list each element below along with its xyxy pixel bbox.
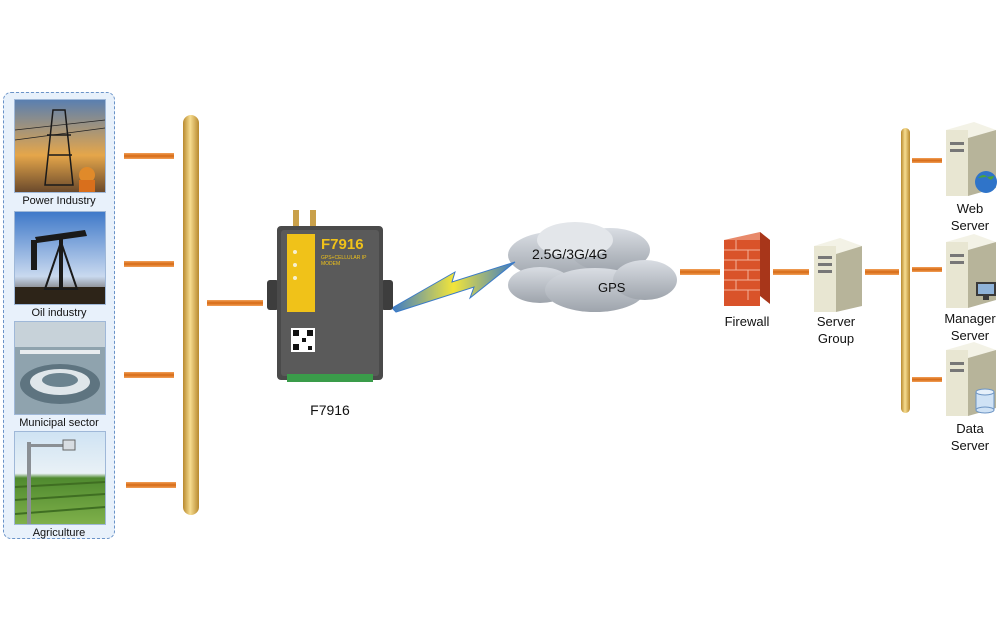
firewall-icon (724, 232, 770, 306)
monitor-icon (976, 282, 996, 300)
industry-tile-agriculture: Agriculture (14, 431, 106, 539)
data-server-line2: Server (950, 438, 990, 453)
link-oil (124, 261, 174, 267)
data-server-icon (946, 342, 996, 416)
link-power (124, 153, 174, 159)
manager-server-icon (946, 234, 996, 308)
modem-sub-text: GPS+CELLULAR IP MODEM (321, 255, 367, 267)
manager-server-line2: Server (950, 328, 990, 343)
power-industry-image (14, 99, 106, 193)
web-server-line1: Web (956, 201, 984, 216)
industry-label: Power Industry (22, 195, 96, 207)
link-manager-server (912, 267, 942, 272)
web-server-label: Web Server (935, 200, 1000, 234)
link-web-server (912, 158, 942, 163)
manager-server-label: Manager Server (935, 310, 1000, 344)
cloud-shape (508, 222, 677, 312)
link-group-bus (865, 269, 899, 275)
server-group-label: Server Group (800, 313, 872, 347)
server-group-icon (814, 238, 862, 312)
link-agriculture (126, 482, 176, 488)
link-municipal (124, 372, 174, 378)
link-firewall-group (773, 269, 809, 275)
data-server-line1: Data (956, 421, 984, 436)
industry-panel: Power Industry Oil industry (3, 92, 115, 539)
link-data-server (912, 377, 942, 382)
industry-label: Agriculture (32, 527, 86, 539)
industry-label: Oil industry (31, 307, 87, 319)
link-bus-modem (207, 300, 263, 306)
data-server-label: Data Server (935, 420, 1000, 454)
industry-tile-power: Power Industry (14, 99, 106, 207)
manager-server-line1: Manager (944, 311, 996, 326)
server-group-line2: Group (817, 331, 855, 346)
industry-tile-municipal: Municipal sector (14, 321, 106, 429)
industry-label: Municipal sector (19, 417, 99, 429)
firewall-label: Firewall (724, 314, 770, 329)
gps-label: GPS (598, 280, 626, 295)
modem-device: F7916 GPS+CELLULAR IP MODEM (265, 210, 395, 390)
globe-icon (975, 171, 997, 193)
modem-graphic (267, 210, 393, 382)
server-group-line1: Server (816, 314, 856, 329)
agriculture-image (14, 431, 106, 525)
modem-brand-text: F7916 (321, 236, 364, 253)
network-label: 2.5G/3G/4G (532, 246, 608, 262)
web-server-icon (946, 122, 997, 196)
industry-tile-oil: Oil industry (14, 211, 106, 319)
left-bus (183, 115, 199, 515)
modem-caption: F7916 (310, 402, 350, 418)
link-cloud-firewall (680, 269, 720, 275)
right-bus (901, 128, 910, 413)
web-server-line2: Server (950, 218, 990, 233)
wireless-bolt (391, 261, 516, 313)
municipal-sector-image (14, 321, 106, 415)
database-icon (975, 388, 995, 414)
oil-industry-image (14, 211, 106, 305)
